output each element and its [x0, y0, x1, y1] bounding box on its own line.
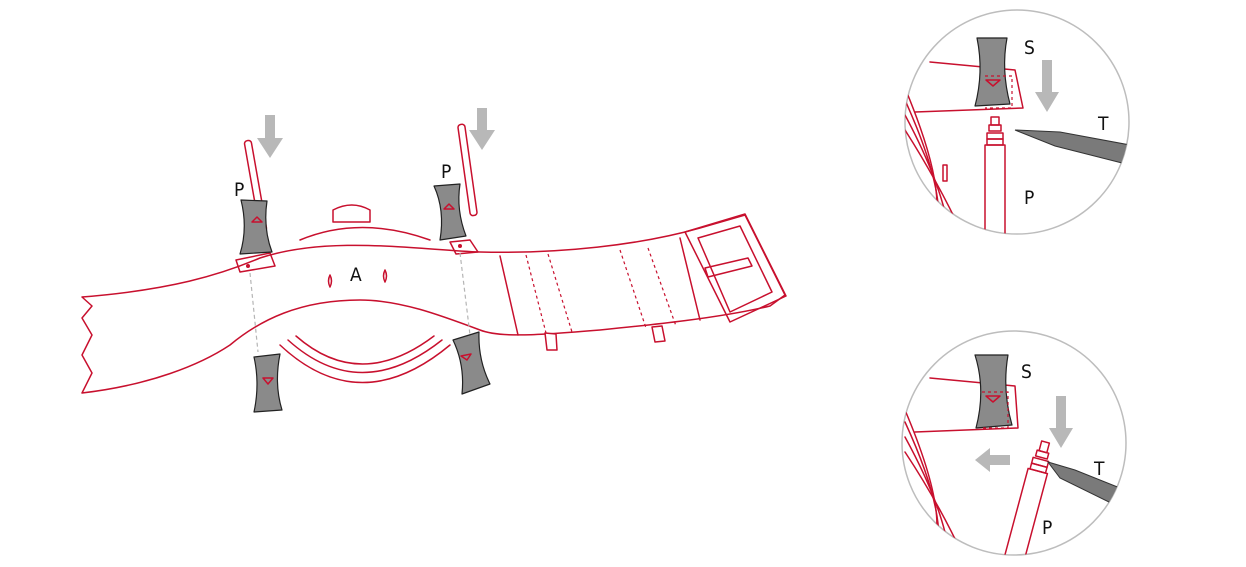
- stitch-line-3: [619, 249, 647, 329]
- detail-top-label-pin: P: [1024, 187, 1034, 209]
- guide-left: [249, 272, 259, 353]
- detail-circle-bottom: S T P: [901, 330, 1127, 556]
- detail-bottom-label-spacer: S: [1021, 361, 1032, 383]
- keeper-edge-right: [679, 237, 701, 321]
- detail-top-label-tool: T: [1097, 113, 1109, 135]
- spacer-bottom-right: [452, 331, 491, 395]
- hole-left: [327, 274, 333, 288]
- detail-top-label-spacer: S: [1024, 37, 1035, 59]
- detail-bottom-pin: [1002, 440, 1051, 555]
- detail-bottom-label-tool: T: [1093, 458, 1105, 480]
- buckle: [684, 213, 787, 323]
- detail-bottom-label-pin: P: [1042, 517, 1052, 539]
- watch-case: [279, 204, 451, 384]
- stitch-line-2: [547, 253, 573, 333]
- detail-bottom-frame: [901, 330, 1127, 556]
- label-pin-left: P: [234, 179, 244, 201]
- right-pin-hole: [458, 244, 462, 248]
- detail-bottom-spacer: [974, 354, 1013, 429]
- watch-crown: [332, 204, 371, 223]
- detail-bottom-arrow-left: [975, 448, 1010, 472]
- spacer-mark-br: [460, 353, 472, 361]
- spring-bar-right: [457, 123, 478, 217]
- main-watch-illustration: P P A: [81, 108, 787, 413]
- detail-circle-top: S T P: [904, 9, 1130, 235]
- spacer-mark-bl: [262, 377, 274, 385]
- left-pin-hole: [246, 264, 250, 268]
- hole-right: [382, 269, 388, 283]
- detail-bottom-arrow-down: [1049, 396, 1073, 448]
- arrow-down-right: [469, 108, 495, 150]
- keeper-tab-2: [651, 325, 666, 343]
- spacer-top-left: [239, 199, 273, 255]
- arrow-down-left: [257, 115, 283, 158]
- label-pin-right: P: [441, 161, 451, 183]
- spacer-mark-tr: [443, 203, 455, 210]
- strap-body: [81, 214, 786, 394]
- left-strap-end: [235, 252, 276, 273]
- detail-top-spacer: [974, 37, 1011, 107]
- right-strap-end: [449, 239, 479, 255]
- spacer-top-right: [433, 183, 467, 241]
- spacer-mark-tl: [251, 216, 263, 223]
- stitch-line-4: [647, 247, 677, 327]
- keeper-tab-1: [544, 332, 558, 351]
- detail-top-frame: [904, 9, 1130, 235]
- detail-top-arrow: [1035, 60, 1059, 112]
- keeper-edge-left: [499, 255, 519, 336]
- stitch-line-1: [525, 254, 547, 334]
- label-watch-center: A: [350, 264, 362, 286]
